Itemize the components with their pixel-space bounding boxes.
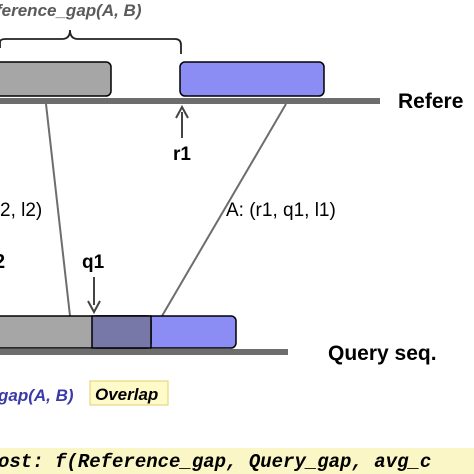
query-seq-line — [0, 349, 288, 355]
overlap-region — [91, 315, 152, 349]
reference-seq-line — [0, 98, 380, 104]
a-connector-line — [161, 103, 287, 317]
query-seq-label: Query seq. — [328, 342, 437, 365]
reference-seq-label: Refere — [398, 90, 463, 113]
reference-block-b — [0, 61, 112, 97]
r1-arrow-head — [175, 104, 189, 119]
q1-arrow-head — [87, 300, 101, 315]
formula-highlight — [0, 448, 474, 474]
a-tuple-label: A: (r1, q1, l1) — [226, 200, 336, 221]
reference-gap-brace — [0, 29, 182, 54]
reference-block-a — [179, 61, 325, 97]
q1-label: q1 — [82, 252, 105, 273]
overlap-label: Overlap — [95, 385, 158, 404]
r1-label: r1 — [173, 144, 191, 165]
cost-formula: ost: f(Reference_gap, Query_gap, avg_c — [0, 451, 431, 473]
b-connector-line — [45, 103, 71, 317]
b-tuple-label: 2, l2) — [0, 200, 42, 221]
query-gap-label: gap(A, B) — [0, 386, 74, 405]
partial-2-label: 2 — [0, 251, 5, 273]
reference-gap-label: ference_gap(A, B) — [0, 1, 142, 20]
overlap-highlight — [89, 380, 169, 406]
